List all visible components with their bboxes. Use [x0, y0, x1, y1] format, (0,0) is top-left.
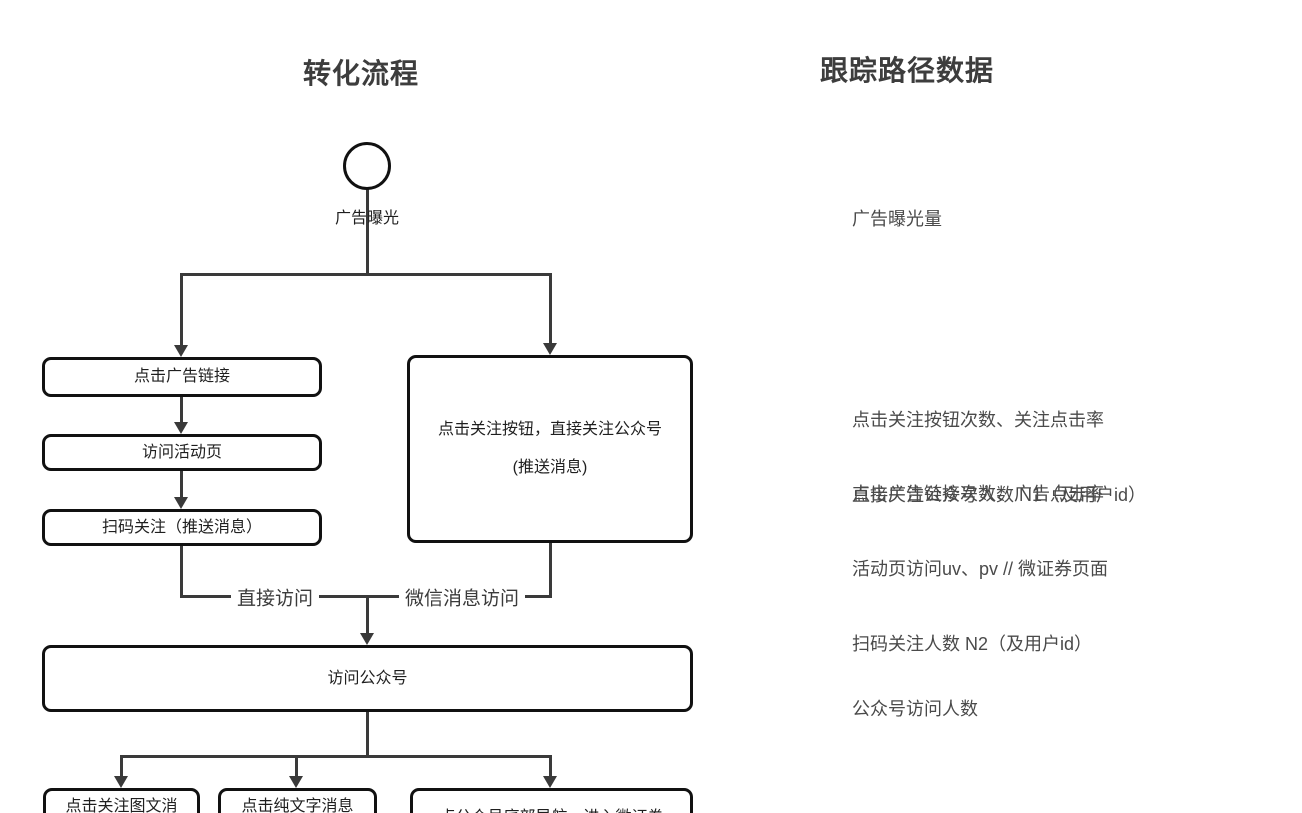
tracking-item-oa-visitors: 公众号访问人数	[852, 647, 978, 772]
box-scan-follow: 扫码关注（推送消息）	[42, 509, 322, 546]
box-scan-follow-label: 扫码关注（推送消息）	[101, 518, 262, 536]
connector-oa-down	[366, 712, 369, 757]
connector-activity-to-scan	[180, 471, 183, 498]
connector-follow-btn-down	[549, 543, 552, 598]
box-follow-button: 点击关注按钮，直接关注公众号 (推送消息)	[407, 355, 693, 543]
box-click-article-message: 点击关注图文消息	[43, 788, 200, 813]
connector-merge-to-oa	[366, 597, 369, 634]
arrowhead-scan	[174, 497, 188, 509]
start-node	[343, 142, 391, 190]
connector-ad-to-activity	[180, 397, 183, 423]
connector-merge	[180, 595, 552, 598]
connector-top-branch	[180, 273, 552, 276]
arrowhead-click-ad	[174, 345, 188, 357]
box-visit-activity-page: 访问活动页	[42, 434, 322, 471]
box-click-article-message-label: 点击关注图文消息	[65, 798, 178, 813]
arrowhead-article	[114, 776, 128, 788]
tracking-item-ad-link: 点击广告链接次数、广告点击率 活动页访问uv、pv // 微证券页面 扫码关注人…	[852, 432, 1108, 707]
box-visit-activity-page-label: 访问活动页	[141, 443, 222, 461]
arrowhead-bottom-nav	[543, 776, 557, 788]
box-click-ad-link: 点击广告链接	[42, 357, 322, 397]
tracking-line: 点击广告链接次数、广告点击率	[852, 484, 1104, 504]
edge-label-wechat-message-visit: 微信消息访问	[398, 583, 526, 611]
tracking-line: 直接关注公众号人数 N1（及用户id）	[852, 485, 1147, 505]
connector-to-plain-text	[295, 755, 298, 777]
connector-to-bottom-nav	[549, 755, 552, 777]
box-follow-button-line1: 点击关注按钮，直接关注公众号	[437, 421, 662, 438]
tracking-item-article-uv-pv: 图文消息访问uv、pv // 公众号页面	[852, 786, 1131, 813]
tracking-item-ad-exposure: 广告曝光量	[852, 157, 942, 282]
tracking-line: 活动页访问uv、pv // 微证券页面	[852, 559, 1109, 579]
box-click-ad-link-label: 点击广告链接	[133, 368, 230, 385]
connector-to-article	[120, 755, 123, 777]
connector-to-click-ad	[180, 273, 183, 346]
arrowhead-plain-text	[289, 776, 303, 788]
box-visit-official-account-label: 访问公众号	[327, 669, 408, 687]
box-visit-official-account: 访问公众号	[42, 645, 693, 712]
box-click-plain-text-message-label: 点击纯文字消息	[241, 798, 354, 813]
start-node-label: 广告曝光	[334, 210, 399, 227]
tracking-line: 公众号访问人数	[852, 699, 978, 719]
box-follow-button-line2: (推送消息)	[512, 459, 588, 476]
tracking-item-follow-button: 点击关注按钮次数、关注点击率 直接关注公众号人数 N1（及用户id）	[852, 358, 1146, 558]
tracking-line: 点击关注按钮次数、关注点击率	[852, 410, 1104, 430]
tracking-line: 扫码关注人数 N2（及用户id）	[852, 634, 1093, 654]
arrowhead-follow-btn	[543, 343, 557, 355]
tracking-line: 广告曝光量	[852, 209, 942, 229]
connector-bottom-branch	[120, 755, 552, 758]
connector-start-down	[366, 188, 369, 275]
arrowhead-activity	[174, 422, 188, 434]
arrowhead-visit-oa	[360, 633, 374, 645]
connector-scan-down	[180, 546, 183, 598]
edge-label-direct-visit: 直接访问	[230, 583, 320, 611]
flow-section-title: 转化流程	[303, 58, 420, 89]
connector-to-follow-btn	[549, 273, 552, 344]
box-click-bottom-nav: 点公众号底部导航，进入微证券	[410, 788, 693, 813]
tracking-section-title: 跟踪路径数据	[820, 55, 995, 86]
box-click-bottom-nav-label: 点公众号底部导航，进入微证券	[439, 808, 663, 813]
box-click-plain-text-message: 点击纯文字消息	[218, 788, 377, 813]
